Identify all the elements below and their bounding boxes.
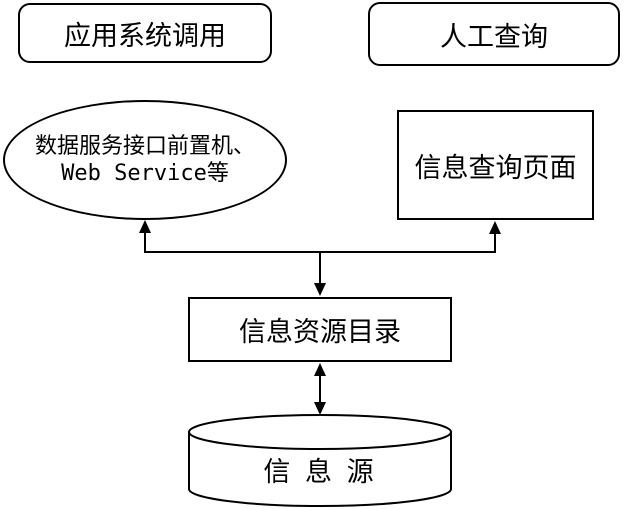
arrowhead-up-frontend-icon	[139, 220, 151, 233]
node-data-service-frontend-label-line2: Web Service等	[61, 161, 229, 186]
node-info-source-label: 信 息 源	[263, 456, 377, 488]
node-data-service-frontend: 数据服务接口前置机、 Web Service等	[3, 100, 287, 220]
cylinder-body	[188, 432, 452, 507]
node-info-query-page: 信息查询页面	[397, 110, 594, 220]
node-data-service-frontend-label-line1: 数据服务接口前置机、	[34, 134, 255, 159]
node-manual-query: 人工查询	[368, 2, 620, 66]
node-info-resource-catalog-label: 信息资源目录	[239, 317, 401, 348]
arrowhead-down-source-icon	[314, 402, 326, 415]
node-manual-query-label: 人工查询	[440, 21, 548, 53]
node-app-system-call: 应用系统调用	[18, 3, 272, 63]
arrowhead-up-catalog-icon	[314, 363, 326, 376]
node-info-source: 信 息 源	[188, 450, 452, 488]
cylinder-top	[188, 414, 452, 450]
node-info-resource-catalog: 信息资源目录	[188, 297, 452, 362]
node-app-system-call-label: 应用系统调用	[64, 20, 226, 52]
arrowhead-down-catalog-icon	[314, 283, 326, 296]
arrowhead-up-query-page-icon	[489, 221, 501, 234]
node-info-query-page-label: 信息查询页面	[414, 152, 577, 184]
